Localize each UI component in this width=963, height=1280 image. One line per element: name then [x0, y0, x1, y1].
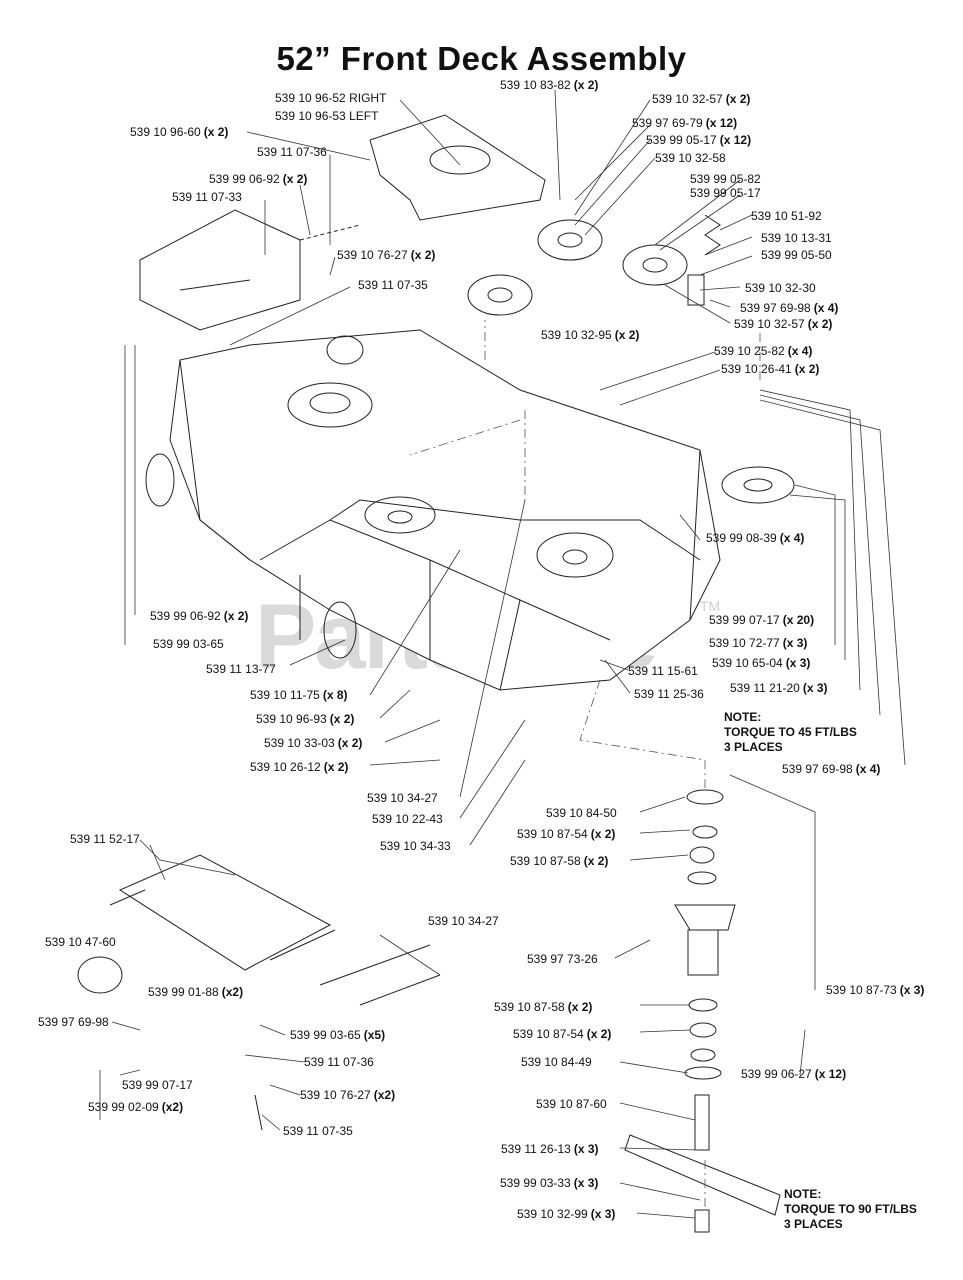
part-label: 539 10 25-82(x 4): [714, 344, 813, 358]
part-label: 539 97 69-79(x 12): [632, 116, 738, 130]
belt-cover: [369, 114, 546, 221]
part-label: 539 10 32-57(x 2): [734, 317, 833, 331]
part-label: 539 11 07-35: [283, 1124, 353, 1138]
part-label: 539 10 65-04(x 3): [712, 656, 811, 670]
diagram-title: 52” Front Deck Assembly: [276, 40, 687, 77]
part-label: 539 10 83-82(x 2): [500, 78, 599, 92]
part-label: 539 10 87-58(x 2): [510, 854, 609, 868]
part-label: 539 99 05-17(x 12): [646, 133, 752, 147]
part-label: 539 10 26-41(x 2): [721, 362, 820, 376]
part-label: 539 97 73-26: [527, 952, 598, 966]
part-label: 539 10 32-57(x 2): [652, 92, 751, 106]
part-label: 539 11 07-36: [304, 1055, 374, 1069]
spindle-assembly: [624, 789, 781, 1233]
part-label: 539 10 51-92: [751, 209, 822, 223]
part-label: 539 10 96-93(x 2): [256, 712, 355, 726]
part-label: 539 10 32-58: [655, 151, 726, 165]
torque-note-90: NOTE: TORQUE TO 90 FT/LBS 3 PLACES: [784, 1187, 917, 1231]
part-label: 539 10 87-58(x 2): [494, 1000, 593, 1014]
part-label: 539 10 87-73(x 3): [826, 983, 925, 997]
torque-note-45: NOTE: TORQUE TO 45 FT/LBS 3 PLACES: [724, 710, 857, 754]
deck-shell: [169, 329, 721, 691]
part-label: 539 11 25-36: [634, 687, 704, 701]
part-label: 539 11 52-17: [70, 832, 140, 846]
part-label: 539 99 02-09(x2): [88, 1100, 184, 1114]
part-label: 539 10 76-27(x 2): [337, 248, 436, 262]
part-label: 539 11 13-77: [206, 662, 276, 676]
part-label: 539 11 07-36: [257, 145, 327, 159]
part-label: 539 10 76-27(x2): [300, 1088, 396, 1102]
part-label: 539 99 07-17(x 20): [709, 613, 815, 627]
part-label: 539 10 34-27: [428, 914, 499, 928]
part-label: 539 10 87-54(x 2): [517, 827, 616, 841]
part-label: 539 99 07-17: [122, 1078, 193, 1092]
part-label: 539 99 06-92(x 2): [209, 172, 308, 186]
part-label: 539 10 96-53 LEFT: [275, 109, 379, 123]
part-label: 539 11 21-20(x 3): [730, 681, 828, 695]
part-label: 539 99 08-39(x 4): [706, 531, 805, 545]
discharge-chute: [139, 209, 361, 331]
part-label: 539 10 22-43: [372, 812, 443, 826]
part-label: 539 10 11-75(x 8): [250, 688, 348, 702]
part-label: 539 10 32-99(x 3): [517, 1207, 616, 1221]
part-label: 539 11 07-35: [358, 278, 428, 292]
part-label: 539 10 72-77(x 3): [709, 636, 808, 650]
part-label: 539 10 87-54(x 2): [513, 1027, 612, 1041]
part-label: 539 99 03-33(x 3): [500, 1176, 599, 1190]
part-label: 539 97 69-98: [38, 1015, 109, 1029]
part-label: 539 97 69-98(x 4): [740, 301, 839, 315]
part-label: 539 11 15-61: [628, 664, 698, 678]
part-label: 539 10 26-12(x 2): [250, 760, 349, 774]
part-label: 539 10 87-60: [536, 1097, 607, 1111]
part-label: 539 10 96-52 RIGHT: [275, 91, 387, 105]
part-label: 539 97 69-98(x 4): [782, 762, 881, 776]
watermark-trademark: TM: [700, 598, 721, 614]
part-label: 539 10 34-33: [380, 839, 451, 853]
centerlines: [409, 320, 761, 1210]
deck-wheels: [145, 335, 364, 659]
part-label: 539 10 33-03(x 2): [264, 736, 363, 750]
lift-frame: [77, 854, 441, 1131]
part-label: 539 10 34-27: [367, 791, 438, 805]
part-label: 539 10 32-95(x 2): [541, 328, 640, 342]
part-label: 539 99 05-50: [761, 248, 832, 262]
part-label: 539 10 96-60(x 2): [130, 125, 229, 139]
part-label: 539 99 01-88(x2): [148, 985, 244, 999]
part-label: 539 99 03-65(x5): [290, 1028, 386, 1042]
part-label: 539 10 84-50: [546, 806, 617, 820]
part-label: 539 99 06-92(x 2): [150, 609, 249, 623]
part-label: 539 10 32-30: [745, 281, 816, 295]
part-label: 539 99 03-65: [153, 637, 224, 651]
part-label: 539 99 06-27(x 12): [741, 1067, 847, 1081]
part-label: 539 99 05-82: [690, 172, 761, 186]
leader-lines: [99, 89, 906, 1219]
part-label: 539 11 07-33: [172, 190, 242, 204]
part-label: 539 10 13-31: [761, 231, 832, 245]
part-label: 539 10 47-60: [45, 935, 116, 949]
part-label: 539 11 26-13(x 3): [501, 1142, 599, 1156]
deck-pulley: [287, 382, 373, 428]
part-label: 539 99 05-17: [690, 186, 761, 200]
part-label: 539 10 84-49: [521, 1055, 592, 1069]
